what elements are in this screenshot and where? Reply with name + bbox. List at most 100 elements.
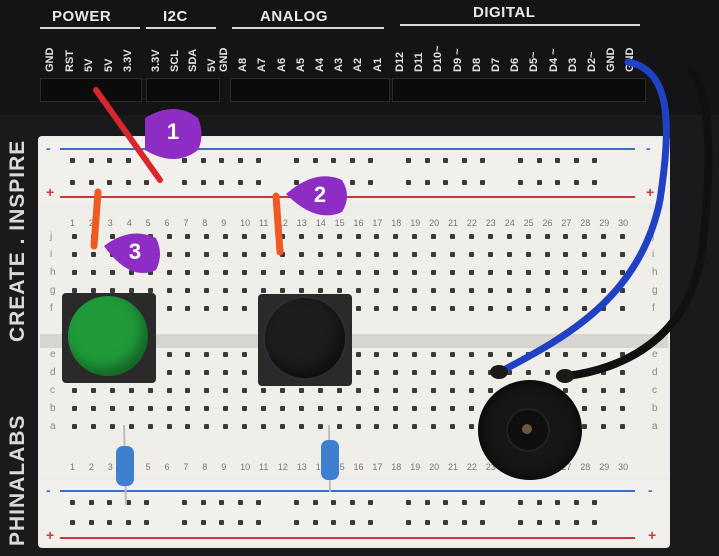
row-letter-right: f (652, 303, 655, 314)
column-number-bottom: 12 (277, 462, 288, 472)
top-rail-plus-sign: + (46, 184, 55, 200)
column-number-top: 15 (334, 218, 345, 228)
terminal-hole-0-2 (166, 270, 172, 275)
rail-hole-0-0 (219, 158, 225, 163)
rail-hole-1-0 (312, 500, 318, 505)
terminal-hole-0-1 (72, 252, 77, 257)
push-button-right-cap[interactable] (265, 298, 345, 378)
terminal-hole-1-3 (336, 406, 342, 411)
terminal-hole-0-3 (317, 288, 323, 293)
row-letter-left: d (50, 367, 56, 378)
column-number-top: 18 (391, 218, 402, 228)
terminal-hole-1-4 (374, 424, 380, 429)
terminal-hole-0-2 (185, 270, 191, 275)
bottom-rail-plus-sign-right: + (648, 527, 657, 543)
buzzer-center (522, 424, 532, 434)
terminal-hole-1-0 (242, 352, 248, 357)
terminal-hole-1-3 (412, 406, 418, 411)
rail-hole-1-1 (555, 520, 561, 525)
rail-hole-0-1 (480, 180, 486, 185)
rail-hole-1-1 (182, 520, 187, 525)
terminal-hole-0-1 (487, 252, 493, 257)
terminal-hole-0-0 (412, 234, 418, 239)
row-letter-left: b (50, 403, 56, 414)
rail-hole-0-0 (294, 158, 299, 163)
terminal-hole-0-4 (525, 306, 531, 311)
terminal-hole-1-1 (242, 370, 248, 375)
terminal-hole-0-1 (601, 252, 607, 257)
terminal-hole-0-1 (223, 252, 229, 257)
terminal-hole-0-3 (450, 288, 455, 293)
terminal-hole-1-2 (412, 388, 418, 393)
terminal-hole-1-0 (487, 352, 493, 357)
rail-hole-0-1 (200, 180, 206, 185)
terminal-hole-0-1 (582, 252, 588, 257)
terminal-hole-1-3 (393, 406, 399, 411)
top-rail-minus-line (60, 148, 635, 150)
terminal-hole-1-3 (204, 406, 210, 411)
rail-hole-1-1 (536, 520, 542, 525)
rail-hole-0-1 (144, 180, 150, 185)
column-number-top: 3 (107, 218, 113, 228)
terminal-hole-0-1 (242, 252, 248, 257)
rail-hole-1-0 (331, 500, 337, 505)
rail-hole-0-0 (443, 158, 449, 163)
push-button-left-cap[interactable] (68, 296, 148, 376)
terminal-hole-0-1 (525, 252, 531, 257)
rail-hole-0-0 (349, 158, 355, 163)
column-number-top: 2 (88, 218, 94, 228)
rail-hole-0-1 (592, 180, 598, 185)
terminal-hole-0-0 (223, 234, 229, 239)
terminal-hole-1-4 (90, 424, 96, 429)
column-number-top: 13 (296, 218, 307, 228)
rail-hole-0-0 (573, 158, 579, 163)
terminal-hole-0-4 (412, 306, 418, 311)
terminal-hole-1-3 (601, 406, 607, 411)
terminal-hole-0-3 (506, 288, 512, 293)
rail-hole-0-1 (443, 180, 449, 185)
terminal-hole-0-4 (544, 306, 550, 311)
rail-hole-0-1 (368, 180, 374, 185)
resistor-right-body (321, 440, 339, 480)
marker-1-badge (145, 109, 202, 159)
rail-hole-0-0 (424, 158, 430, 163)
column-number-top: 10 (240, 218, 251, 228)
rail-hole-0-0 (461, 158, 467, 163)
terminal-hole-1-4 (601, 424, 607, 429)
terminal-hole-0-4 (166, 306, 172, 311)
terminal-hole-1-3 (374, 406, 380, 411)
column-number-top: 7 (183, 218, 189, 228)
row-letter-left: h (50, 267, 56, 278)
buzzer-lead-right (556, 369, 574, 383)
terminal-hole-1-4 (223, 424, 229, 429)
terminal-hole-0-2 (544, 270, 550, 275)
terminal-hole-1-4 (72, 424, 77, 429)
terminal-hole-0-3 (242, 288, 248, 293)
rail-hole-1-0 (461, 500, 467, 505)
terminal-hole-1-0 (582, 352, 588, 357)
terminal-hole-0-3 (620, 288, 626, 293)
bottom-rail-minus-sign-right: - (648, 482, 653, 498)
terminal-hole-0-1 (450, 252, 455, 257)
rail-hole-1-1 (88, 520, 94, 525)
rail-hole-1-1 (70, 520, 75, 525)
terminal-hole-1-2 (393, 388, 399, 393)
row-letter-right: c (652, 385, 657, 396)
terminal-hole-1-2 (374, 388, 380, 393)
rail-hole-0-1 (518, 180, 523, 185)
rail-hole-1-1 (312, 520, 318, 525)
terminal-hole-1-0 (468, 352, 474, 357)
row-letter-left: c (50, 385, 55, 396)
top-rail-plus-sign-right: + (646, 184, 655, 200)
column-number-top: 11 (259, 218, 269, 228)
terminal-hole-1-3 (166, 406, 172, 411)
terminal-hole-1-2 (355, 388, 361, 393)
terminal-hole-1-3 (279, 406, 285, 411)
terminal-hole-0-4 (506, 306, 512, 311)
rail-hole-0-1 (424, 180, 430, 185)
terminal-hole-0-4 (185, 306, 191, 311)
column-number-top: 6 (164, 218, 170, 228)
rail-hole-0-0 (536, 158, 542, 163)
